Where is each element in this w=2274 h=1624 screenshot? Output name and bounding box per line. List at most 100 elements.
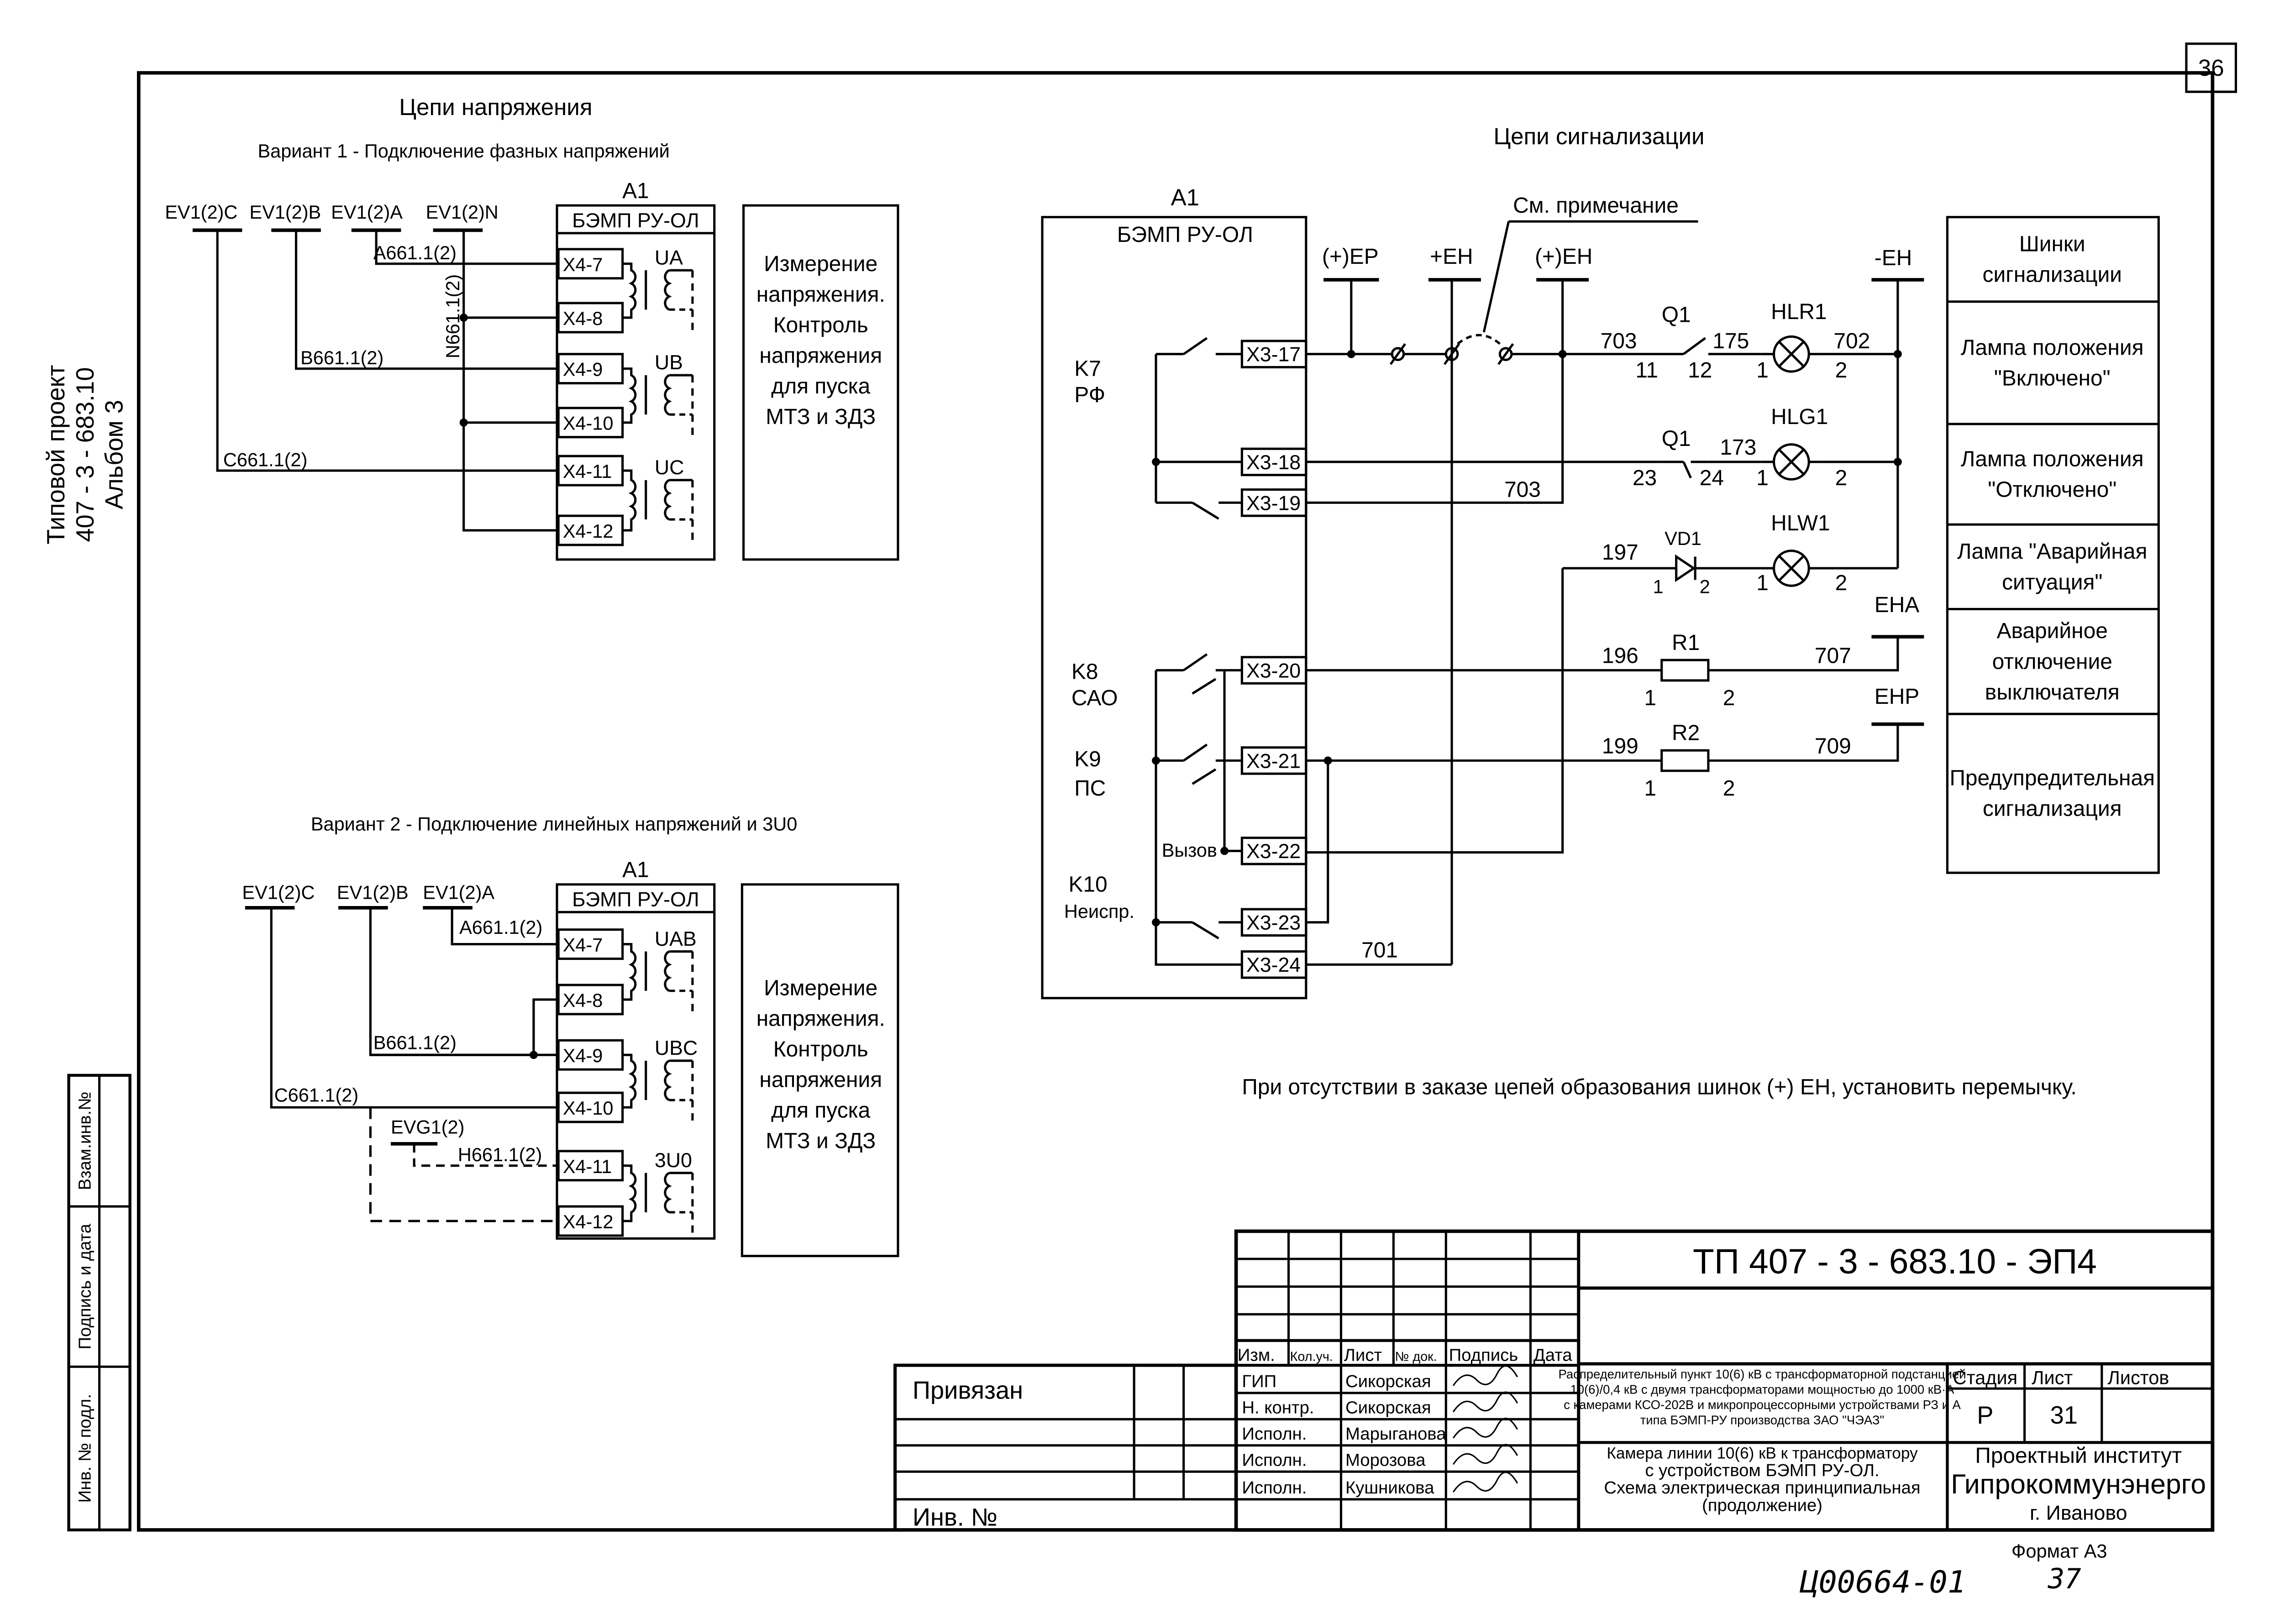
wire1-a: A661.1(2) [373,242,457,263]
voltage-terminals: X4-7X4-8X4-9X4-10X4-11X4-12UAUBUCX4-7X4-… [557,246,698,1237]
pin-r2-2: 2 [1723,776,1735,801]
eha: EHA [1875,593,1920,617]
signal-terminal-label: X3-21 [1246,750,1301,772]
function-line: для пуска [771,1098,870,1122]
device2-name: БЭМП РУ-ОЛ [572,889,699,911]
bus1-c: EV1(2)C [165,201,237,223]
pin-hlw1-1: 1 [1756,571,1769,595]
note-ref: См. примечание [1513,194,1679,218]
signal-table-line: отключение [1992,650,2112,674]
vd1: VD1 [1665,528,1702,549]
function-line: МТЗ и ЗДЗ [766,1129,876,1153]
wire-707: 707 [1815,644,1851,668]
stamp-title-line: Схема электрическая принципиальная [1604,1478,1920,1498]
stamp-desc-line: 10(6)/0,4 кВ с двумя трансформаторами мо… [1570,1382,1954,1396]
wire-173: 173 [1720,435,1756,460]
v1-transformer-winding [622,262,694,335]
side-box-3: Инв. № подл. [75,1394,95,1503]
relay-k8: K8 [1071,660,1098,684]
side-box-1: Взам.инв.№ [75,1092,95,1190]
signal-terminal-box [1240,837,1308,865]
signature-mark [1452,1444,1518,1465]
stamp-header-cell: № док. [1395,1350,1437,1364]
sheets-header: Листов [2108,1367,2169,1388]
side-project: Типовой проект [42,365,70,544]
pin-23: 23 [1633,466,1657,490]
stamp-role: Исполн. [1242,1478,1307,1498]
stamp-person: Морозова [1345,1450,1426,1470]
function-line: напряжения. [756,1006,885,1031]
pin-r2-1: 1 [1644,776,1656,801]
q1-a: Q1 [1662,303,1691,327]
signal-table-line: Предупредительная [1949,766,2155,791]
relay-k9: K9 [1074,747,1101,771]
relay-k9-sub: ПС [1074,776,1106,801]
signal-terminal-label: X3-17 [1246,344,1301,366]
signal-wiring [1306,220,1924,966]
voltage-title: Цепи напряжения [399,94,592,120]
v2-terminal-label: X4-12 [563,1211,614,1232]
stamp-role: Н. контр. [1242,1398,1314,1418]
v2-terminal-label: X4-7 [563,934,603,956]
pin-hlr1-2: 2 [1835,358,1848,382]
relay-k8-sub: САО [1071,686,1118,710]
pin-24: 24 [1700,466,1724,490]
signal-title: Цепи сигнализации [1493,123,1704,149]
bus2-c: EV1(2)C [242,882,315,903]
pin-hlg1-1: 1 [1756,466,1769,490]
wire-199: 199 [1602,734,1639,758]
stamp-person: Сикорская [1345,1398,1431,1418]
format: Формат А3 [2011,1540,2107,1562]
wire-703: 703 [1601,329,1637,353]
wire2-c: C661.1(2) [274,1084,358,1105]
signal-table-line: Лампа положения [1961,447,2144,471]
signature-mark [1452,1391,1518,1413]
org-1: Проектный институт [1975,1444,2182,1468]
signal-note: При отсутствии в заказе цепей образовани… [1242,1075,2076,1099]
bus1-n: EV1(2)N [426,201,499,223]
signal-table-line: "Отключено" [1988,478,2116,502]
stamp-header-cell: Дата [1534,1346,1573,1365]
signal-table-line: Лампа положения [1961,335,2144,360]
wire-709: 709 [1815,734,1851,758]
v2-terminal-label: X4-11 [563,1156,612,1177]
stamp-header-cell: Лист [1344,1346,1382,1365]
variant1-title: Вариант 1 - Подключение фазных напряжени… [257,140,669,162]
function-text-2: Измерениенапряжения.Контрольнапряжениядл… [756,976,885,1153]
function-line: Измерение [764,976,877,1000]
stamp-desc-line: типа БЭМП-РУ производства ЗАО "ЧЭАЗ" [1640,1413,1884,1427]
bus-ep: (+)EP [1322,245,1379,269]
v1-terminal-label: X4-8 [563,308,603,329]
v2-terminal-label: X4-8 [563,990,603,1011]
variant2-circuit [245,883,716,1240]
signal-device [1041,216,1308,1000]
pin-vd1-1: 1 [1653,576,1664,597]
relay-k10: K10 [1068,873,1107,897]
v1-transformer-winding [622,469,694,545]
bus2-a: EV1(2)A [423,882,494,903]
v2-terminal-label: X4-10 [563,1097,614,1119]
stamp-role: ГИП [1242,1372,1276,1391]
handwritten-num: 37 [2048,1563,2081,1595]
relay-vyzov: Вызов [1162,839,1217,861]
wire1-b: B661.1(2) [300,347,383,368]
stamp-header-cell: Кол.уч. [1290,1350,1333,1364]
bus-eh: +EH [1430,245,1473,269]
v2-transformer-label: 3U0 [655,1149,692,1172]
signal-table-line: Шинки [2019,232,2085,257]
stamp-role: Исполн. [1242,1424,1307,1444]
signal-terminal-label: X3-23 [1246,912,1301,934]
signature-mark [1452,1365,1518,1386]
signal-table-line: ситуация" [2002,570,2102,594]
wire-701: 701 [1361,938,1398,962]
wire2-a: A661.1(2) [459,917,542,938]
pin-r1-2: 2 [1723,686,1735,710]
function-line: напряжения [759,1068,882,1092]
v1-terminal-label: X4-7 [563,254,603,275]
stamp-header-cell: Подпись [1449,1346,1518,1365]
device1-name: БЭМП РУ-ОЛ [572,210,699,232]
v1-terminal-label: X4-12 [563,520,614,542]
function-box-2 [740,883,899,1257]
